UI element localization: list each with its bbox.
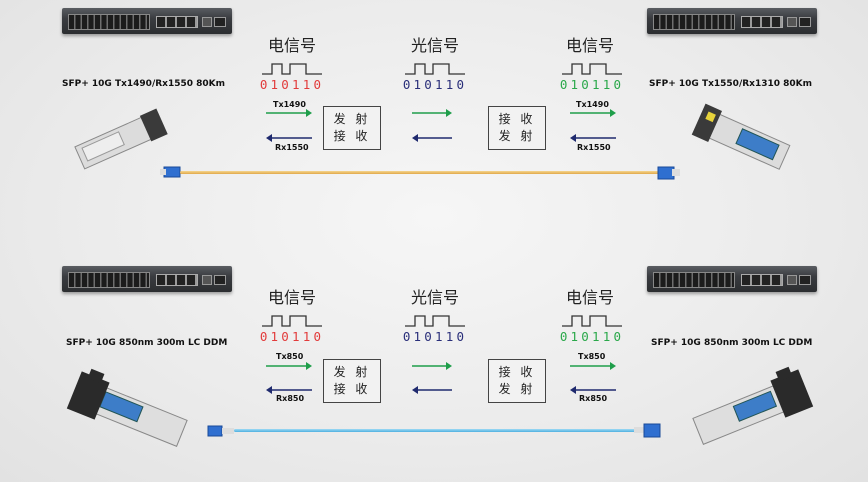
bottom-left-tx-label: Tx850 xyxy=(276,352,304,361)
switch-mgmt-port xyxy=(799,275,811,285)
bottom-left-rx-label: Rx850 xyxy=(276,394,305,403)
bottom-left-rx-arrow xyxy=(266,386,312,394)
top-left-waveform xyxy=(262,63,322,75)
top-right-waveform xyxy=(562,63,622,75)
bottom-electric-signal-right: 电信号 xyxy=(565,288,614,307)
sfp-module-top-right xyxy=(691,103,791,170)
top-optical-signal: 光信号 xyxy=(410,36,459,55)
bottom-right-waveform xyxy=(562,315,622,327)
switch-ports xyxy=(653,14,735,30)
top-left-tx-arrow xyxy=(266,109,312,117)
bottom-left-module-label: SFP+ 10G 850nm 300m LC DDM xyxy=(66,338,228,348)
switch-mgmt-port xyxy=(214,275,226,285)
switch-top-right xyxy=(647,8,817,34)
top-right-bits: 010110 xyxy=(559,77,625,92)
top-right-module-label: SFP+ 10G Tx1550/Rx1310 80Km xyxy=(649,79,813,89)
switch-mgmt-port xyxy=(214,17,226,27)
top-mid-bits: 010110 xyxy=(402,77,468,92)
top-left-rx-label: Rx1550 xyxy=(275,143,309,152)
bottom-left-waveform xyxy=(262,315,322,327)
bottom-mid-bits: 010110 xyxy=(402,329,468,344)
top-right-tx-label: Tx1490 xyxy=(576,100,609,109)
switch-sfp-ports xyxy=(741,16,783,28)
switch-sfp-ports xyxy=(156,16,198,28)
bottom-mid-tx-arrow xyxy=(412,362,452,370)
switch-sfp-ports xyxy=(156,274,198,286)
box-line-1: 接 收 xyxy=(498,112,536,126)
bottom-left-bits: 010110 xyxy=(259,329,325,344)
box-line-2: 发 射 xyxy=(498,382,536,396)
top-left-transceiver-box: 发 射 接 收 xyxy=(323,106,381,150)
switch-bottom-left xyxy=(62,266,232,292)
top-left-tx-label: Tx1490 xyxy=(273,100,306,109)
switch-console-port xyxy=(202,17,212,27)
switch-bottom-right xyxy=(647,266,817,292)
bottom-left-tx-arrow xyxy=(266,362,312,370)
fiber-top xyxy=(180,171,660,174)
top-mid-rx-arrow xyxy=(412,134,452,142)
switch-mgmt-port xyxy=(799,17,811,27)
top-mid-waveform xyxy=(405,63,465,75)
top-right-transceiver-box: 接 收 发 射 xyxy=(488,106,546,150)
switch-ports xyxy=(68,272,150,288)
bottom-right-transceiver-box: 接 收 发 射 xyxy=(488,359,546,403)
lc-connector-bottom-right xyxy=(634,423,661,438)
top-mid-tx-arrow xyxy=(412,109,452,117)
switch-console-port xyxy=(202,275,212,285)
fiber-bottom xyxy=(234,429,638,432)
lc-connector-top-left xyxy=(160,166,181,178)
lc-connector-bottom-left xyxy=(207,425,234,437)
bottom-right-rx-label: Rx850 xyxy=(579,394,608,403)
bottom-mid-waveform xyxy=(405,315,465,327)
bottom-electric-signal-left: 电信号 xyxy=(267,288,316,307)
bottom-right-module-label: SFP+ 10G 850nm 300m LC DDM xyxy=(651,338,813,348)
lc-connector-top-right xyxy=(657,166,680,180)
sfp-module-bottom-right xyxy=(692,366,814,445)
top-right-tx-arrow xyxy=(570,109,616,117)
top-right-rx-arrow xyxy=(570,134,616,142)
box-line-1: 发 射 xyxy=(333,365,371,379)
top-electric-signal-left: 电信号 xyxy=(267,36,316,55)
bottom-right-rx-arrow xyxy=(570,386,616,394)
top-left-module-label: SFP+ 10G Tx1490/Rx1550 80Km xyxy=(62,79,226,89)
bottom-optical-signal: 光信号 xyxy=(410,288,459,307)
bottom-left-transceiver-box: 发 射 接 收 xyxy=(323,359,381,403)
bottom-mid-rx-arrow xyxy=(412,386,452,394)
top-right-rx-label: Rx1550 xyxy=(577,143,611,152)
box-line-2: 接 收 xyxy=(333,382,371,396)
switch-ports xyxy=(653,272,735,288)
box-line-2: 发 射 xyxy=(498,129,536,143)
switch-console-port xyxy=(787,275,797,285)
switch-top-left xyxy=(62,8,232,34)
box-line-1: 发 射 xyxy=(333,112,371,126)
top-left-rx-arrow xyxy=(266,134,312,142)
switch-ports xyxy=(68,14,150,30)
top-electric-signal-right: 电信号 xyxy=(565,36,614,55)
box-line-1: 接 收 xyxy=(498,365,536,379)
switch-sfp-ports xyxy=(741,274,783,286)
sfp-module-bottom-left xyxy=(66,368,188,447)
bottom-right-tx-label: Tx850 xyxy=(578,352,606,361)
top-left-bits: 010110 xyxy=(259,77,325,92)
bottom-right-tx-arrow xyxy=(570,362,616,370)
switch-console-port xyxy=(787,17,797,27)
box-line-2: 接 收 xyxy=(333,129,371,143)
sfp-module-top-left xyxy=(74,108,168,170)
bottom-right-bits: 010110 xyxy=(559,329,625,344)
